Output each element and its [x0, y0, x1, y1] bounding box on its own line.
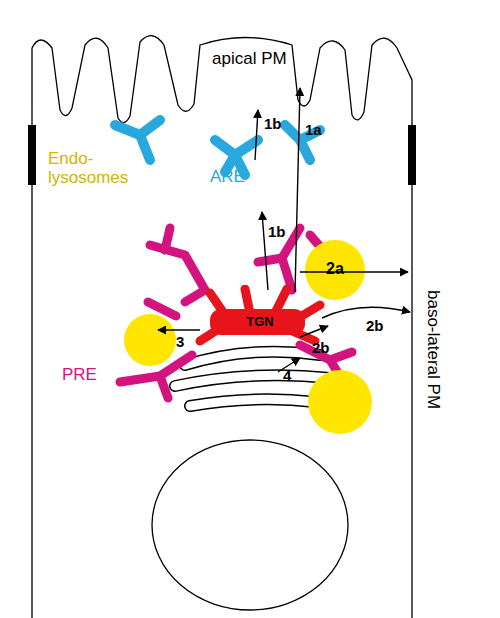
endosome-tubule [258, 258, 282, 262]
organelle-node: TGN [195, 285, 325, 347]
endosome-tubule [148, 302, 176, 316]
callout-number: 2a [326, 260, 344, 278]
endosome-tubule [160, 376, 168, 398]
nucleus [152, 440, 348, 610]
membrane-label: baso-lateral PM [423, 290, 442, 409]
golgi-stack [175, 352, 330, 406]
endosome-arm [115, 120, 160, 160]
callout-number: 4 [283, 368, 291, 385]
cell-membrane [32, 36, 412, 618]
endo-lysosome [305, 240, 365, 300]
route-arrow [295, 88, 300, 292]
membrane-label: apical PM [212, 50, 287, 69]
callout-number: 1a [305, 122, 322, 139]
route-arrow [322, 307, 410, 318]
golgi-cisterna [175, 375, 330, 386]
golgi-cisterna [185, 352, 320, 365]
route-arrow [262, 212, 268, 290]
organelle-label: Endo- lysosomes [48, 150, 143, 187]
tight-junction [28, 125, 36, 185]
route-arrow [255, 110, 258, 160]
organelle-label: ARE [210, 168, 245, 187]
golgi-cisterna [185, 352, 320, 365]
organelle-name: TGN [195, 314, 325, 329]
golgi-cisterna [190, 399, 315, 406]
callout-number: 2b [312, 340, 330, 357]
callout-number: 3 [176, 334, 184, 351]
callout-number: 2b [366, 318, 384, 335]
route-arrow [300, 271, 408, 272]
endo-lysosome [308, 370, 372, 434]
route-arrow [158, 329, 200, 330]
tight-junction [408, 125, 416, 185]
callout-number: 1b [264, 116, 282, 133]
golgi-cisterna [190, 399, 315, 406]
endosome-tubule [150, 245, 205, 290]
callout-number: 1b [268, 224, 286, 241]
apical-recycling-endosome [115, 120, 320, 175]
endosome-tubule [330, 352, 352, 360]
endosome-tubule [165, 228, 170, 250]
golgi-cisterna [175, 375, 330, 386]
endo-lysosome [124, 314, 176, 366]
organelle-label: PRE [62, 366, 97, 385]
endosome-tubule [185, 290, 205, 302]
